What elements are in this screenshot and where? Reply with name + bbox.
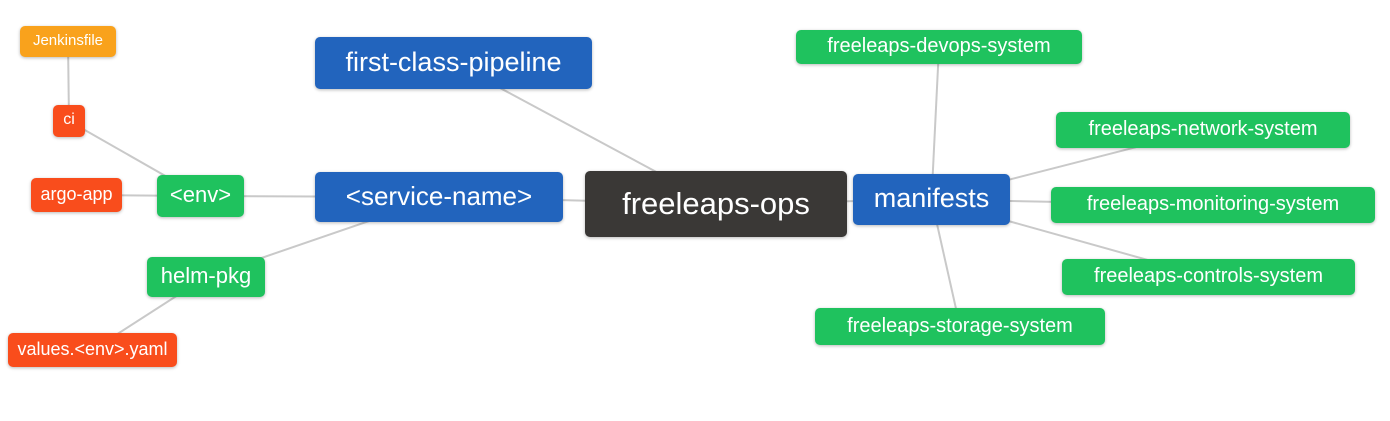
node-label-helm-pkg: helm-pkg [160,263,252,288]
node-label-freeleaps-network-system: freeleaps-network-system [1088,118,1318,140]
node-freeleaps-network-system[interactable]: freeleaps-network-system [1056,112,1350,148]
node-label-freeleaps-storage-system: freeleaps-storage-system [847,314,1073,337]
node-values-env-yaml[interactable]: values.<env>.yaml [8,333,177,367]
node-freeleaps-storage-system[interactable]: freeleaps-storage-system [815,308,1105,345]
node-label-first-class-pipeline: first-class-pipeline [345,46,562,77]
node-label-freeleaps-monitoring-system: freeleaps-monitoring-system [1086,193,1340,215]
node-ci[interactable]: ci [53,105,85,137]
node-label-env: <env> [169,182,232,207]
node-label-ci: ci [63,111,75,128]
node-label-freeleaps-devops-system: freeleaps-devops-system [827,35,1051,57]
node-label-jenkinsfile: Jenkinsfile [32,32,104,49]
node-freeleaps-devops-system[interactable]: freeleaps-devops-system [796,30,1082,64]
node-first-class-pipeline[interactable]: first-class-pipeline [315,37,592,89]
node-manifests[interactable]: manifests [853,174,1010,225]
node-freeleaps-monitoring-system[interactable]: freeleaps-monitoring-system [1051,187,1375,223]
node-label-freeleaps-ops: freeleaps-ops [622,185,810,221]
node-label-freeleaps-controls-system: freeleaps-controls-system [1094,265,1323,287]
node-label-manifests: manifests [873,183,990,213]
node-label-service-name: <service-name> [345,181,533,211]
node-helm-pkg[interactable]: helm-pkg [147,257,265,297]
node-service-name[interactable]: <service-name> [315,172,563,222]
node-label-argo-app: argo-app [40,184,113,204]
node-label-values-env-yaml: values.<env>.yaml [17,339,168,359]
node-freeleaps-ops[interactable]: freeleaps-ops [585,171,847,237]
node-env[interactable]: <env> [157,175,244,217]
node-argo-app[interactable]: argo-app [31,178,122,212]
node-jenkinsfile[interactable]: Jenkinsfile [20,26,116,57]
node-freeleaps-controls-system[interactable]: freeleaps-controls-system [1062,259,1355,295]
